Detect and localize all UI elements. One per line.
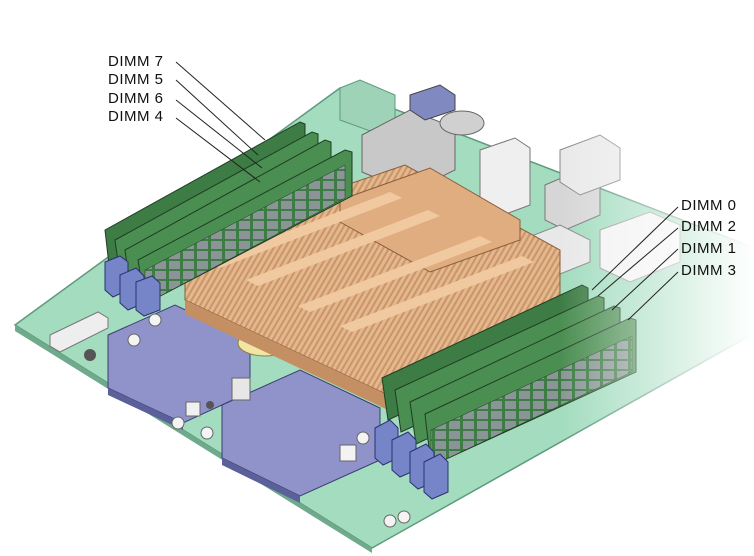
edge-fade xyxy=(560,60,754,480)
right-leader-lines xyxy=(591,206,679,321)
label-dimm-5: DIMM 5 xyxy=(108,71,164,88)
label-dimm-0: DIMM 0 xyxy=(681,197,737,214)
left-leader-lines xyxy=(175,61,266,183)
label-dimm-4: DIMM 4 xyxy=(108,108,164,125)
small-components xyxy=(49,311,411,528)
label-dimm-2: DIMM 2 xyxy=(681,218,737,235)
label-dimm-6: DIMM 6 xyxy=(108,90,164,107)
cpu-heatsink xyxy=(184,164,561,410)
left-dimm-bank xyxy=(104,121,353,317)
label-dimm-1: DIMM 1 xyxy=(681,240,737,257)
label-dimm-3: DIMM 3 xyxy=(681,262,737,279)
label-dimm-7: DIMM 7 xyxy=(108,53,164,70)
chipset-heatsink-blocks: ✕ xyxy=(107,304,381,503)
